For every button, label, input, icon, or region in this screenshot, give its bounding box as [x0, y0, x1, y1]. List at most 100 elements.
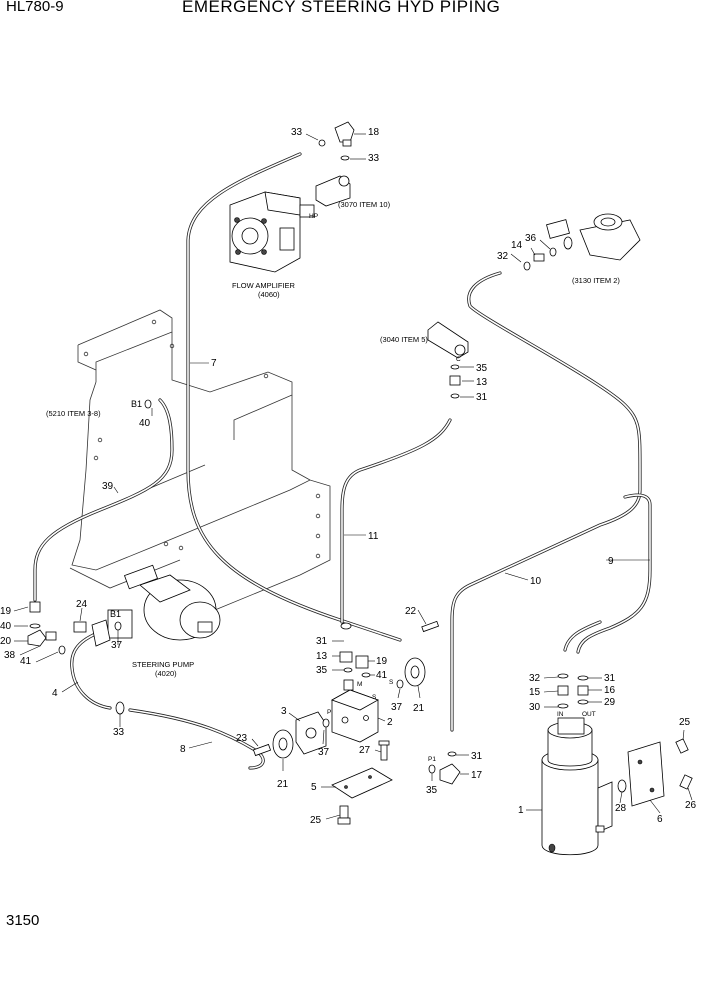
callout-35: 35 — [426, 785, 438, 796]
callout-2: 2 — [387, 717, 393, 728]
connector-19-a — [29, 601, 41, 613]
callout-32: 32 — [497, 251, 509, 262]
bolt-22 — [421, 620, 440, 633]
emergency-accumulator-1 — [541, 717, 613, 856]
elbow-20 — [27, 629, 47, 647]
o-ring-40-a — [144, 399, 152, 409]
split-flange-21-b-bore — [410, 665, 420, 679]
o-ring-32-a — [523, 261, 531, 271]
callout-20: 20 — [0, 636, 12, 647]
callout-1: 1 — [518, 805, 524, 816]
elbow-18 — [334, 121, 355, 147]
o-ring-31-d — [577, 675, 589, 681]
connector-14 — [533, 253, 545, 262]
o-ring-37-a — [114, 621, 122, 631]
callout-19: 19 — [376, 656, 388, 667]
callout-35: 35 — [476, 363, 488, 374]
callout-13: 13 — [476, 377, 488, 388]
leader-lines — [13, 133, 693, 820]
port-c: C — [456, 356, 461, 363]
port-s-block: S — [372, 694, 377, 701]
connector-13-a — [449, 375, 461, 386]
o-ring-36 — [549, 247, 557, 257]
port-in: IN — [557, 711, 564, 718]
callout-38: 38 — [4, 650, 16, 661]
port-b1-top: B1 — [131, 399, 142, 409]
callout-23: 23 — [236, 733, 248, 744]
callout-31: 31 — [604, 673, 616, 684]
tube-4 — [70, 630, 112, 710]
o-ring-37-b — [396, 679, 404, 689]
connector-13-b — [339, 651, 353, 663]
hose-7 — [186, 152, 402, 642]
hose-39 — [33, 398, 174, 602]
flange-4 — [91, 619, 111, 647]
callout-25: 25 — [310, 815, 322, 826]
bolt-27 — [378, 740, 390, 761]
port-m: M — [357, 681, 362, 688]
callout-8: 8 — [180, 744, 186, 755]
o-ring-31-c — [447, 751, 457, 757]
callout-33: 33 — [291, 127, 303, 138]
flow-amplifier-number: (4060) — [258, 290, 280, 299]
valve-3040 — [427, 321, 469, 359]
callout-31: 31 — [316, 636, 328, 647]
steering-pump — [107, 564, 221, 641]
o-ring-30 — [557, 703, 569, 709]
flange-3 — [295, 711, 327, 755]
steering-pump-caption: STEERING PUMP — [132, 660, 194, 669]
port-p: P — [327, 709, 331, 716]
machine-frame — [69, 309, 331, 613]
callout-40: 40 — [0, 621, 12, 632]
callout-13: 13 — [316, 651, 328, 662]
port-b1-pump: B1 — [110, 609, 121, 619]
split-flange-21-a-bore — [278, 737, 288, 751]
hose-10 — [450, 271, 642, 732]
callout-37: 37 — [318, 747, 330, 758]
bolt-26 — [679, 774, 693, 790]
elbow-17 — [439, 763, 461, 785]
o-ring-41-b — [361, 672, 371, 678]
page-number: 3150 — [6, 912, 40, 929]
callout-30: 30 — [529, 702, 541, 713]
callout-25: 25 — [679, 717, 691, 728]
o-ring-37-c — [322, 718, 330, 728]
callout-29: 29 — [604, 697, 616, 708]
o-ring-40-b — [29, 623, 41, 629]
callout-18: 18 — [368, 127, 380, 138]
o-ring-29 — [577, 699, 589, 705]
callout-37: 37 — [111, 640, 123, 651]
o-ring-32-b — [557, 673, 569, 679]
callout-numbers: 33 18 33 32 14 36 35 13 31 7 40 39 11 9 … — [0, 127, 697, 826]
callout-28: 28 — [615, 803, 627, 814]
ref-5210: (5210 ITEM 3-8) — [46, 409, 101, 418]
bolt-25-a — [337, 805, 351, 825]
spacer-28 — [617, 779, 627, 793]
callout-27: 27 — [359, 745, 371, 756]
o-ring-31-a — [450, 393, 460, 399]
o-ring-33-a — [318, 139, 326, 147]
callout-32: 32 — [529, 673, 541, 684]
o-ring-41-a — [58, 645, 66, 655]
callout-14: 14 — [511, 240, 523, 251]
mounting-plate-5 — [331, 767, 393, 799]
callout-19: 19 — [0, 606, 12, 617]
valve-3070 — [315, 175, 351, 207]
callout-9: 9 — [608, 556, 614, 567]
callout-33: 33 — [113, 727, 125, 738]
port-s-valve: S — [389, 679, 394, 686]
callout-41: 41 — [376, 670, 388, 681]
o-ring-33-b — [340, 155, 350, 161]
callout-16: 16 — [604, 685, 616, 696]
callout-15: 15 — [529, 687, 541, 698]
hose-11 — [340, 418, 452, 624]
bolt-23 — [252, 743, 272, 757]
steering-pump-number: (4020) — [155, 669, 177, 678]
bolt-24 — [73, 621, 87, 633]
o-ring-33-c — [115, 701, 125, 715]
callout-41: 41 — [20, 656, 32, 667]
callout-40: 40 — [139, 418, 151, 429]
o-ring-35-b — [343, 667, 353, 673]
o-ring-31-b — [340, 622, 352, 630]
model-number: HL780-9 — [6, 0, 64, 15]
